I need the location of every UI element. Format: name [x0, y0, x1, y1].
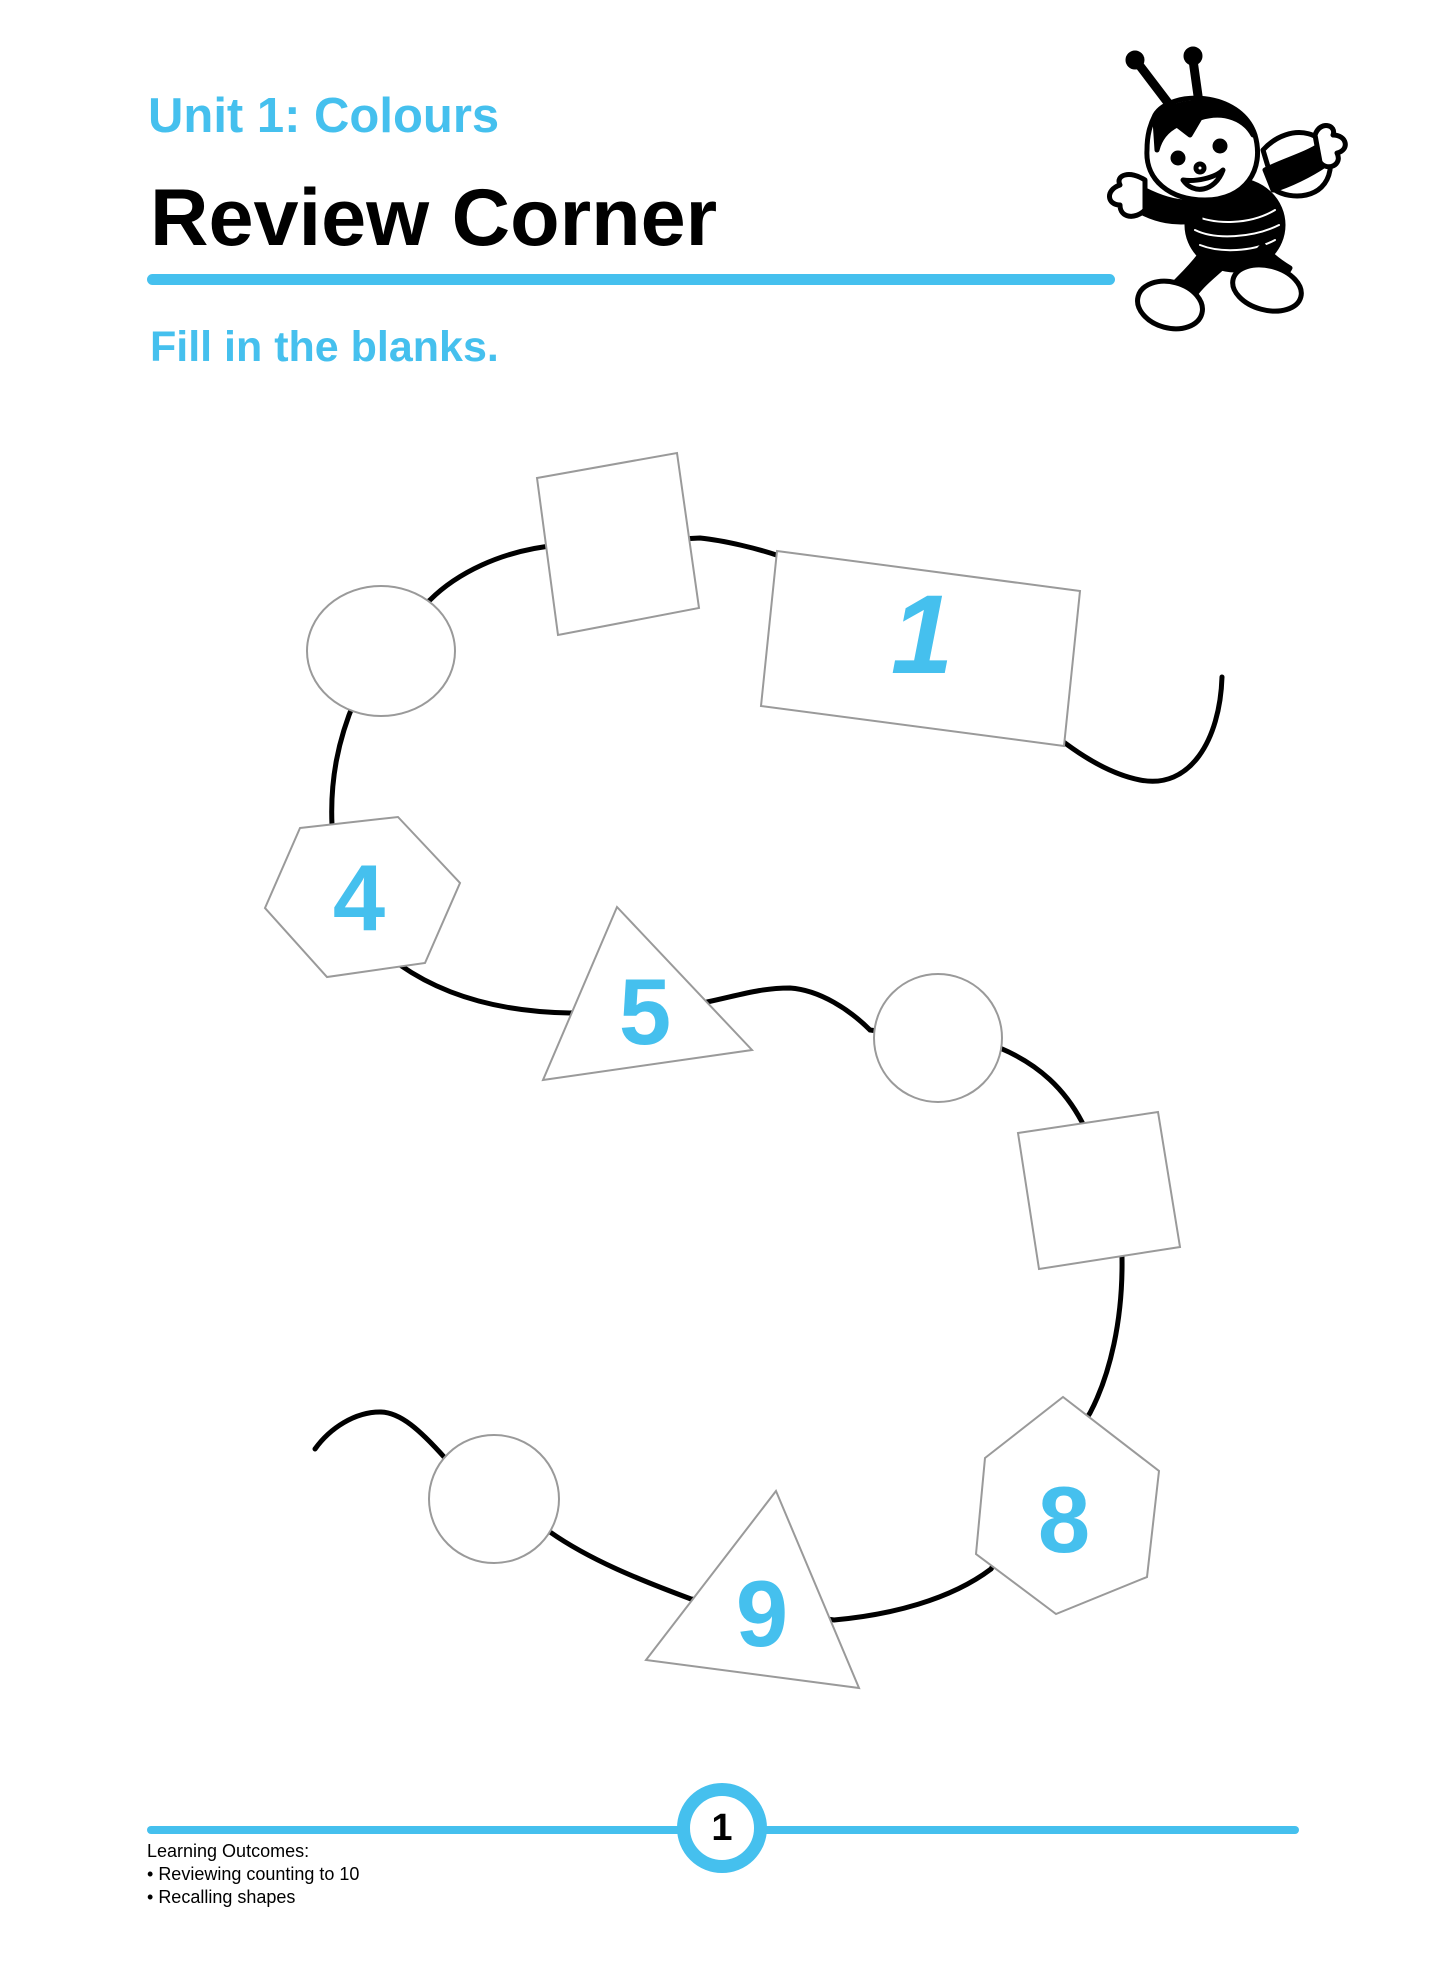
- shape-triangle-9: [644, 1489, 861, 1690]
- learning-outcome-item: Reviewing counting to 10: [147, 1863, 359, 1886]
- winding-path-line: [312, 535, 1225, 1623]
- shape-number-1: 1: [891, 572, 953, 697]
- learning-outcome-item: Recalling shapes: [147, 1886, 359, 1909]
- shape-rectangle-1: [759, 549, 1082, 748]
- learning-outcomes-title: Learning Outcomes:: [147, 1841, 310, 1861]
- page-number-badge: 1: [677, 1783, 767, 1873]
- shape-circle-6: [873, 973, 1003, 1103]
- shape-hexagon-8: [974, 1395, 1161, 1616]
- learning-outcomes: Learning Outcomes: Reviewing counting to…: [147, 1840, 359, 1909]
- shape-circle-10: [428, 1434, 560, 1564]
- shape-hexagon-4: [263, 815, 462, 979]
- shape-number-9: 9: [736, 1561, 788, 1666]
- unit-label: Unit 1: Colours: [148, 89, 500, 143]
- shape-number-8: 8: [1038, 1467, 1090, 1572]
- page-number: 1: [711, 1807, 733, 1849]
- shape-circle-3: [306, 585, 456, 717]
- shape-square-7: [1016, 1110, 1182, 1271]
- bee-mascot-icon: [1107, 46, 1348, 332]
- shape-number-4: 4: [333, 845, 385, 950]
- header-divider: [147, 274, 1115, 285]
- instruction-text: Fill in the blanks.: [150, 323, 499, 371]
- shape-square-2: [535, 451, 701, 637]
- shape-triangle-5: [541, 905, 755, 1082]
- page-title: Review Corner: [150, 173, 718, 263]
- shape-number-5: 5: [619, 959, 671, 1064]
